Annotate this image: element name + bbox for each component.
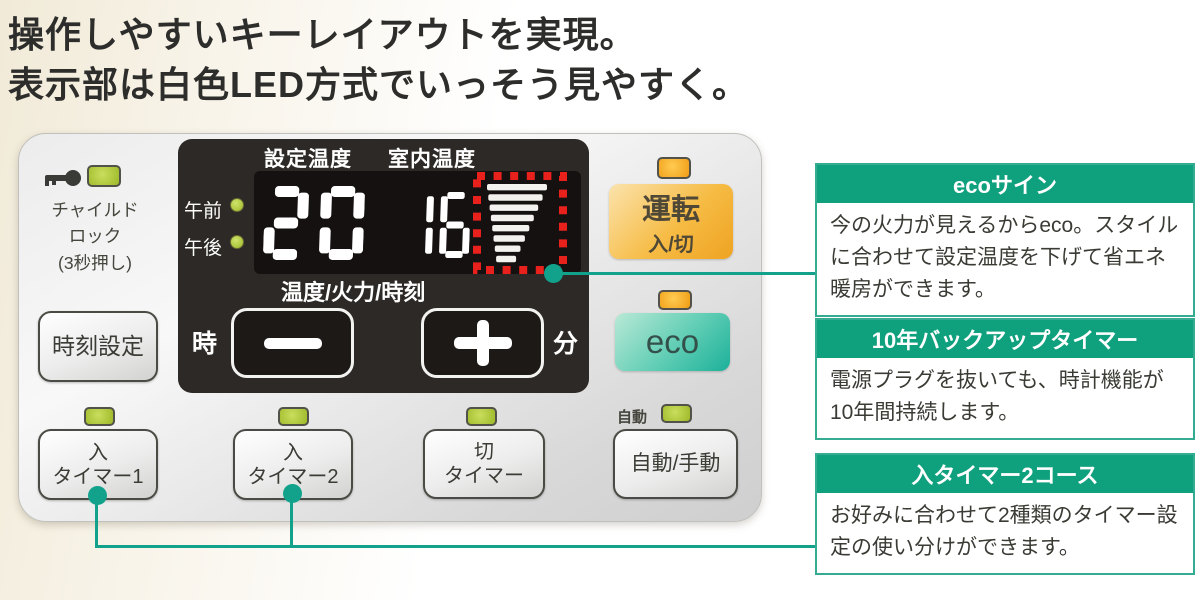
connector-dot-timer1 bbox=[88, 486, 107, 505]
power-button-sublabel: 入/切 bbox=[648, 234, 694, 256]
am-led bbox=[230, 198, 244, 212]
set-temp-digits bbox=[263, 186, 365, 265]
callout-eco-sign-body: 今の火力が見えるからeco。スタイルに合わせて設定温度を下げて省エネ暖房ができま… bbox=[830, 214, 1179, 301]
room-temp-digits bbox=[403, 192, 470, 263]
timer-off-button[interactable]: 切 タイマー bbox=[423, 429, 545, 499]
clock-set-button[interactable]: 時刻設定 bbox=[38, 311, 158, 382]
eco-button[interactable]: eco bbox=[615, 313, 730, 371]
callout-on-timer-courses-title: 入タイマー2コース bbox=[817, 455, 1193, 493]
headline-line2: 表示部は白色LED方式でいっそう見やすく。 bbox=[8, 64, 750, 105]
key-icon bbox=[45, 170, 81, 186]
pm-label: 午後 bbox=[184, 238, 223, 259]
callout-eco-sign: ecoサイン 今の火力が見えるからeco。スタイルに合わせて設定温度を下げて省エ… bbox=[815, 163, 1195, 317]
auto-manual-led bbox=[661, 404, 692, 423]
room-temp-label: 室内温度 bbox=[388, 148, 476, 171]
child-lock-led bbox=[87, 165, 121, 187]
power-led bbox=[657, 157, 691, 179]
callout-backup-timer-body: 電源プラグを抜いても、時計機能が10年間持続します。 bbox=[830, 369, 1164, 424]
set-temp-label: 設定温度 bbox=[264, 148, 352, 171]
connector-timer-horizontal bbox=[95, 545, 817, 548]
power-button[interactable]: 運転 入/切 bbox=[609, 184, 733, 259]
connector-dot-timer2 bbox=[283, 484, 302, 503]
connector-timer2-vertical bbox=[290, 494, 293, 547]
callout-on-timer-courses-body: お好みに合わせて2種類のタイマー設定の使い分けができます。 bbox=[830, 504, 1178, 559]
callout-backup-timer-title: 10年バックアップタイマー bbox=[817, 320, 1193, 358]
hour-label: 時 bbox=[192, 330, 218, 358]
power-button-label: 運転 bbox=[641, 194, 700, 226]
auto-manual-button[interactable]: 自動/手動 bbox=[613, 429, 738, 499]
callout-eco-sign-title: ecoサイン bbox=[817, 165, 1193, 203]
callout-backup-timer: 10年バックアップタイマー 電源プラグを抜いても、時計機能が10年間持続します。 bbox=[815, 318, 1195, 440]
am-label: 午前 bbox=[184, 201, 223, 222]
child-lock-label: チャイルド ロック (3秒押し) bbox=[51, 200, 139, 273]
mode-label: 温度/火力/時刻 bbox=[281, 280, 426, 305]
minus-button[interactable] bbox=[231, 308, 354, 378]
headline-line1: 操作しやすいキーレイアウトを実現。 bbox=[8, 14, 637, 55]
eco-led bbox=[658, 290, 692, 310]
minute-label: 分 bbox=[553, 330, 579, 358]
plus-icon bbox=[453, 320, 512, 366]
timer-off-led bbox=[466, 407, 497, 426]
auto-led-label: 自動 bbox=[617, 409, 648, 426]
control-panel: チャイルド ロック (3秒押し) 時刻設定 設定温度 室内温度 午前 午後 温度… bbox=[18, 133, 762, 522]
plus-button[interactable] bbox=[421, 308, 544, 378]
timer-on1-led bbox=[84, 407, 115, 426]
timer-on2-led bbox=[278, 407, 309, 426]
pm-led bbox=[230, 235, 244, 249]
flame-level-gauge bbox=[487, 184, 557, 271]
minus-icon bbox=[263, 337, 322, 349]
connector-timer1-vertical bbox=[95, 496, 98, 547]
connector-eco-sign bbox=[553, 272, 815, 275]
callout-on-timer-courses: 入タイマー2コース お好みに合わせて2種類のタイマー設定の使い分けができます。 bbox=[815, 453, 1195, 575]
connector-dot-flame bbox=[544, 264, 563, 283]
flame-highlight-frame bbox=[473, 172, 567, 274]
